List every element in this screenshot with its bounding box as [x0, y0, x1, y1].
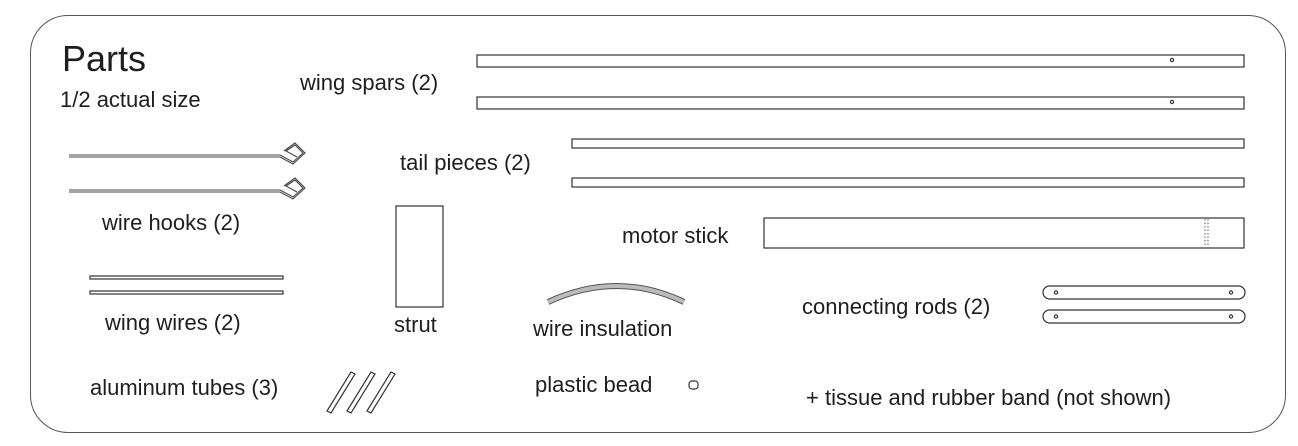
- aluminum-tube: [326, 371, 356, 414]
- plastic-bead-label: plastic bead: [535, 372, 653, 397]
- strut-part: [395, 205, 444, 308]
- strut-label: strut: [394, 312, 437, 337]
- wing-spar: [476, 54, 1245, 68]
- aluminum-tubes-label: aluminum tubes (3): [90, 375, 279, 400]
- aluminum-tube: [346, 371, 376, 414]
- wing-spars-label: wing spars (2): [300, 70, 439, 95]
- scale-note: 1/2 actual size: [60, 87, 201, 112]
- aluminum-tube: [366, 371, 396, 414]
- wing-spar: [476, 96, 1245, 110]
- wing-wire: [89, 290, 284, 295]
- wire-insulation-label: wire insulation: [533, 316, 673, 341]
- tail-piece: [571, 177, 1245, 188]
- connecting-rod: [1042, 309, 1246, 324]
- wire-hooks-label: wire hooks (2): [102, 210, 241, 235]
- tail-piece: [571, 138, 1245, 149]
- motor-stick-label: motor stick: [622, 223, 729, 248]
- parts-panel-border: [30, 15, 1286, 433]
- page-title: Parts: [62, 38, 147, 79]
- connecting-rods-label: connecting rods (2): [802, 294, 991, 319]
- wing-wire: [89, 275, 284, 280]
- wire-hook: [69, 142, 306, 165]
- motor-stick-part: [763, 217, 1245, 249]
- extras-note: + tissue and rubber band (not shown): [806, 385, 1172, 410]
- plastic-bead-part: [688, 380, 699, 390]
- wing-wires-label: wing wires (2): [105, 310, 241, 335]
- tail-pieces-label: tail pieces (2): [400, 150, 531, 175]
- wire-hook: [69, 177, 306, 200]
- connecting-rod: [1042, 285, 1246, 300]
